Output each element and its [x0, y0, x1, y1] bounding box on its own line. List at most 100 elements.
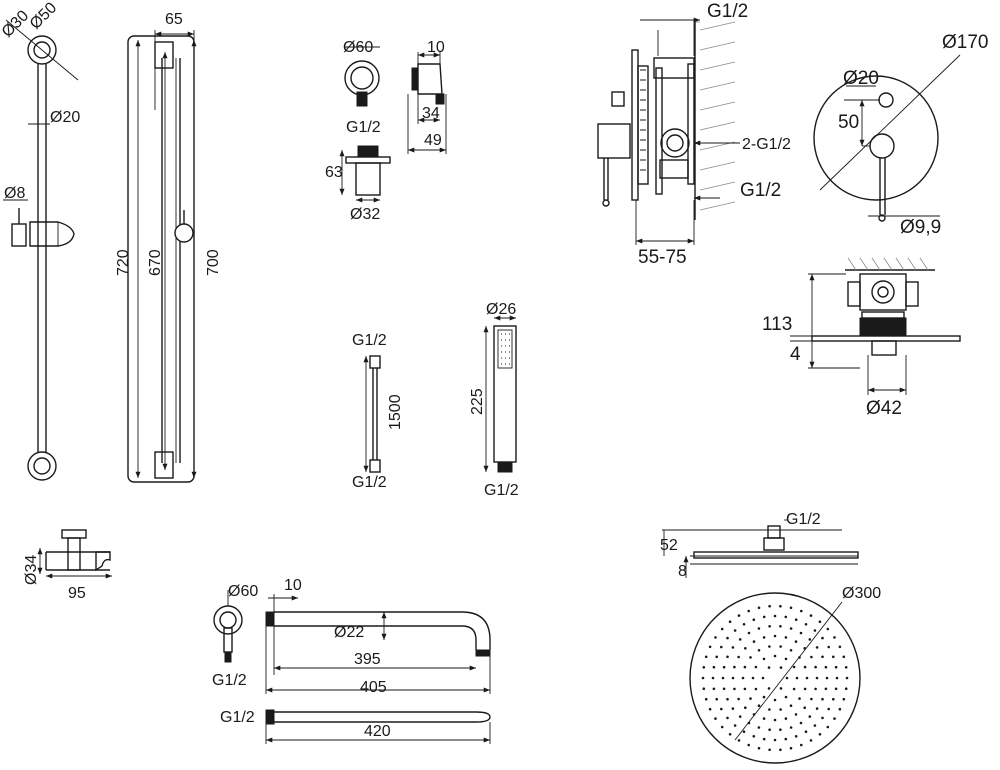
nozzle-dot [754, 687, 758, 691]
mixer-front-d99-label: Ø9,9 [900, 217, 941, 238]
nozzle-dot [821, 716, 824, 720]
nozzle-dot [742, 730, 746, 733]
hose-g12-bottom-label: G1/2 [352, 474, 387, 491]
hose-length-label: 1500 [387, 394, 404, 430]
nozzle-dot [702, 687, 706, 690]
nozzle-dot [714, 636, 717, 639]
nozzle-dot [789, 746, 793, 750]
nozzle-dot [762, 657, 766, 661]
nozzle-dot [792, 665, 796, 669]
nozzle-dot [773, 614, 777, 618]
slide-rail-side-view [127, 30, 197, 483]
nozzle-dot [767, 666, 771, 669]
nozzle-dot [708, 707, 712, 711]
nozzle-dot [779, 625, 782, 628]
nozzle-dot [785, 676, 789, 680]
mixer-body-h113-label: 113 [762, 314, 792, 335]
nozzle-dot [733, 629, 737, 632]
arm-l395-label: 395 [354, 651, 381, 668]
nozzle-dot [754, 665, 758, 669]
nozzle-dot [794, 618, 798, 621]
nozzle-dot [800, 609, 803, 613]
nozzle-dot [726, 636, 729, 640]
hand-shower-d26-label: Ø26 [486, 301, 516, 318]
nozzle-dot [733, 687, 736, 691]
nozzle-dot [701, 676, 705, 680]
nozzle-dot [815, 646, 819, 649]
nozzle-dot [752, 640, 756, 643]
nozzle-dot [773, 634, 777, 638]
wall-outlet-g12-label: G1/2 [346, 119, 381, 136]
nozzle-dot [702, 666, 706, 669]
nozzle-dot [805, 676, 809, 680]
nozzle-dot [815, 676, 819, 680]
mixer-front-d170-label: Ø170 [942, 32, 988, 53]
mixer-side-2g12-label: 2-G1/2 [742, 136, 791, 153]
nozzle-dot [744, 647, 747, 650]
mixer-body-h4-label: 4 [790, 344, 801, 365]
nozzle-dot [803, 706, 806, 709]
wall-outlet-h63-label: 63 [325, 164, 343, 181]
arm-d22-label: Ø22 [334, 624, 364, 641]
nozzle-dot [773, 718, 777, 722]
nozzle-dot [757, 649, 761, 652]
nozzle-dot [722, 687, 726, 691]
nozzle-dot [747, 743, 750, 747]
rail-side-h720-label: 720 [115, 249, 132, 276]
shower-head-top-view [689, 592, 861, 764]
nozzle-dot [715, 655, 718, 659]
nozzle-dot [749, 656, 752, 659]
shower-hose [363, 355, 381, 473]
nozzle-dot [720, 725, 724, 729]
mixer-body-section [790, 257, 961, 395]
nozzle-dot [773, 698, 777, 702]
nozzle-dot [761, 676, 765, 680]
arm-l405-label: 405 [360, 679, 387, 696]
wall-outlet-d60-label: Ø60 [343, 39, 373, 56]
wall-outlet-drawing [339, 46, 447, 203]
slide-rail-d8-label: Ø8 [4, 185, 25, 202]
hand-shower-holder [37, 529, 112, 579]
nozzle-dot [731, 707, 735, 710]
nozzle-dot [792, 687, 796, 691]
nozzle-dot [737, 655, 740, 659]
nozzle-dot [814, 687, 817, 691]
nozzle-dot [741, 676, 745, 680]
slide-rail-d30-label: Ø30 [0, 7, 32, 40]
nozzle-dot [808, 715, 812, 718]
nozzle-dot [827, 707, 830, 711]
nozzle-dot [784, 695, 788, 699]
nozzle-dot [804, 623, 808, 626]
nozzle-dot [737, 739, 741, 742]
nozzle-dot [842, 697, 846, 701]
nozzle-dot [704, 697, 708, 701]
slide-rail-d20-label: Ø20 [50, 109, 80, 126]
nozzle-dot [799, 721, 803, 725]
nozzle-dot [757, 627, 761, 630]
mixer-side-g12-top-label: G1/2 [707, 1, 748, 22]
nozzle-dot [833, 636, 836, 639]
nozzle-dot [704, 655, 708, 659]
nozzle-dot [821, 655, 824, 659]
nozzle-dot [826, 725, 830, 729]
arm-l420-label: 420 [364, 723, 391, 740]
nozzle-dot [798, 697, 801, 700]
nozzle-dot [815, 707, 819, 710]
wall-outlet-34-label: 34 [422, 105, 440, 122]
nozzle-dot [779, 687, 783, 690]
nozzle-dot [845, 676, 849, 680]
nozzle-dot [825, 676, 829, 680]
nozzle-dot [779, 748, 782, 752]
nozzle-dot [832, 697, 835, 701]
mixer-body-d42-label: Ø42 [866, 398, 902, 419]
nozzle-dot [752, 618, 756, 621]
nozzle-dot [813, 724, 817, 727]
nozzle-dot [834, 687, 838, 691]
nozzle-dot [757, 704, 761, 707]
nozzle-dot [789, 726, 793, 729]
nozzle-dot [762, 695, 766, 699]
hand-shower-length-label: 225 [469, 388, 486, 415]
hand-shower-g12-label: G1/2 [484, 482, 519, 499]
nozzle-dot [809, 614, 813, 617]
